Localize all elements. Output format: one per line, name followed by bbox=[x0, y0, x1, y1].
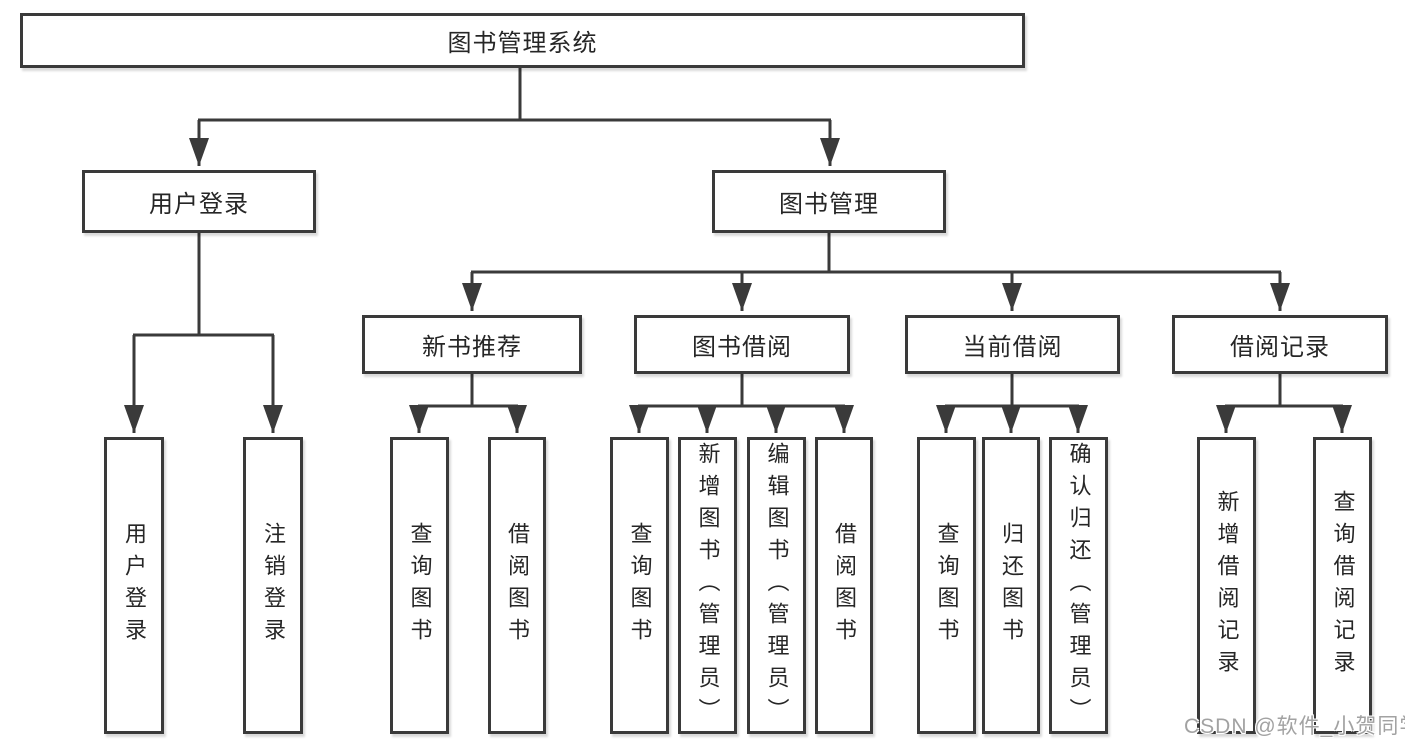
csdn-watermark: CSDN @软件_小贺同学 bbox=[1184, 715, 1405, 738]
node-book-management: 图书管理 bbox=[712, 170, 946, 233]
leaf-query-books-recommend: 查询图书 bbox=[390, 437, 449, 734]
leaf-add-book-admin: 新增图书（管理员） bbox=[678, 437, 737, 734]
node-borrow-records-label: 借阅记录 bbox=[1230, 334, 1330, 361]
node-book-borrowing: 图书借阅 bbox=[634, 315, 850, 374]
leaf-borrow-books-recommend: 借阅图书 bbox=[488, 437, 546, 734]
leaf-user-login-label: 用户登录 bbox=[122, 521, 147, 650]
leaf-borrow-books-borrowing: 借阅图书 bbox=[815, 437, 873, 734]
leaf-user-login: 用户登录 bbox=[104, 437, 164, 734]
leaf-borrow-books-borrowing-label: 借阅图书 bbox=[832, 521, 857, 650]
leaf-logout-label: 注销登录 bbox=[261, 521, 286, 650]
node-root-label: 图书管理系统 bbox=[447, 30, 598, 57]
leaf-edit-book-admin-label: 编辑图书（管理员） bbox=[764, 441, 790, 730]
leaf-query-borrow-record: 查询借阅记录 bbox=[1313, 437, 1372, 734]
node-book-borrowing-label: 图书借阅 bbox=[692, 334, 792, 361]
node-current-borrowing: 当前借阅 bbox=[905, 315, 1120, 374]
node-user-login-label: 用户登录 bbox=[149, 191, 249, 218]
leaf-query-books-current-label: 查询图书 bbox=[934, 521, 960, 650]
node-root: 图书管理系统 bbox=[20, 13, 1025, 68]
leaf-query-books-borrowing-label: 查询图书 bbox=[627, 521, 653, 650]
leaf-query-books-current: 查询图书 bbox=[917, 437, 976, 734]
node-current-borrowing-label: 当前借阅 bbox=[962, 334, 1063, 361]
leaf-confirm-return-admin-label: 确认归还（管理员） bbox=[1066, 441, 1092, 730]
leaf-add-borrow-record-label: 新增借阅记录 bbox=[1214, 489, 1240, 682]
leaf-query-borrow-record-label: 查询借阅记录 bbox=[1330, 489, 1356, 682]
leaf-edit-book-admin: 编辑图书（管理员） bbox=[747, 437, 806, 734]
leaf-add-borrow-record: 新增借阅记录 bbox=[1197, 437, 1256, 734]
leaf-confirm-return-admin: 确认归还（管理员） bbox=[1049, 437, 1108, 734]
node-new-book-recommend-label: 新书推荐 bbox=[422, 334, 522, 361]
node-user-login: 用户登录 bbox=[82, 170, 316, 233]
node-book-management-label: 图书管理 bbox=[779, 191, 879, 218]
node-borrow-records: 借阅记录 bbox=[1172, 315, 1388, 374]
leaf-add-book-admin-label: 新增图书（管理员） bbox=[695, 441, 721, 730]
leaf-return-books: 归还图书 bbox=[982, 437, 1040, 734]
leaf-borrow-books-recommend-label: 借阅图书 bbox=[505, 521, 530, 650]
node-new-book-recommend: 新书推荐 bbox=[362, 315, 582, 374]
leaf-return-books-label: 归还图书 bbox=[999, 521, 1024, 650]
leaf-logout: 注销登录 bbox=[243, 437, 303, 734]
leaf-query-books-borrowing: 查询图书 bbox=[610, 437, 669, 734]
leaf-query-books-recommend-label: 查询图书 bbox=[407, 521, 433, 650]
